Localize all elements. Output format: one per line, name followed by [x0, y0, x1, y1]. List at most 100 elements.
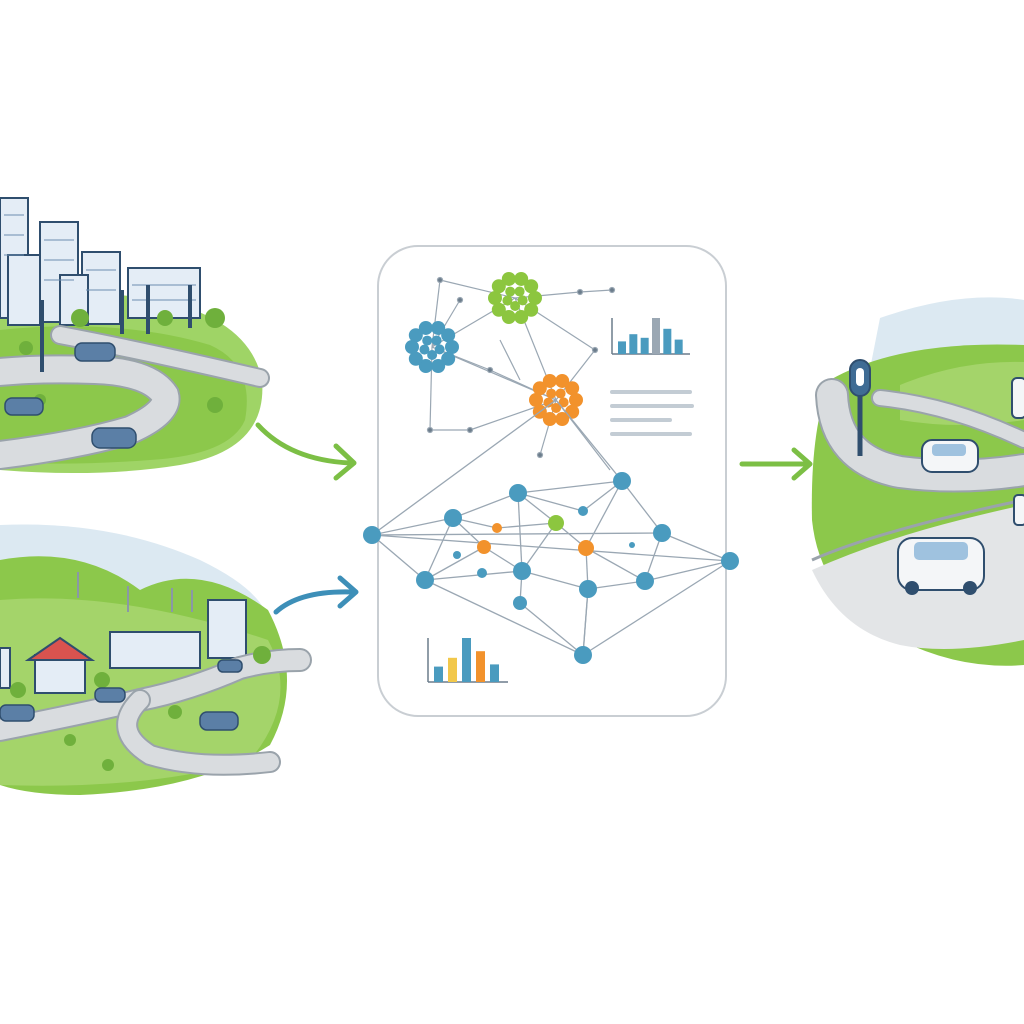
network-node — [721, 552, 739, 570]
orange-cluster-node — [569, 393, 583, 407]
green-cluster-node — [514, 271, 529, 286]
city-roads — [0, 325, 270, 470]
cluster-edge — [429, 346, 433, 431]
orange-cluster — [529, 373, 583, 427]
orange-cluster-node — [529, 393, 543, 407]
network-edge — [424, 517, 454, 581]
countryside-trees — [10, 646, 271, 771]
network-edge — [621, 480, 663, 534]
green-cluster-node — [517, 295, 528, 306]
node-clusters — [405, 271, 583, 427]
city-cars — [4, 342, 137, 449]
network-edge — [521, 522, 557, 572]
orange-cluster-node — [542, 373, 557, 388]
blue-cluster-node — [427, 349, 438, 360]
network-edge — [371, 534, 426, 581]
small-node — [436, 276, 444, 284]
green-cluster-node — [524, 279, 539, 294]
network-edge — [452, 492, 519, 519]
city-scene — [0, 197, 270, 474]
network-node — [574, 646, 592, 664]
blue-cluster-node — [422, 335, 433, 346]
text-lines — [610, 390, 694, 436]
chart-bar — [434, 666, 443, 682]
small-node — [608, 286, 616, 294]
cluster-edge — [499, 339, 521, 381]
countryside-scene — [0, 524, 312, 795]
orange-cluster-node — [532, 381, 547, 396]
network-edge — [585, 480, 623, 549]
orange-cluster-node — [551, 402, 562, 413]
orange-cluster-node — [542, 412, 557, 427]
blue-cluster-node — [431, 359, 446, 374]
chart-bar — [663, 328, 672, 354]
network-edge — [371, 399, 557, 536]
network-node — [578, 540, 594, 556]
network-edge — [424, 570, 523, 581]
cluster-edge — [489, 369, 557, 401]
city-lamp-posts — [40, 285, 192, 372]
chart-bar — [462, 638, 471, 682]
orange-cluster-node — [543, 397, 554, 408]
chart-bar — [674, 339, 683, 354]
blue-cluster-node — [408, 351, 423, 366]
blue-cluster-node — [431, 320, 446, 335]
orange-cluster-node — [555, 412, 570, 427]
small-node — [466, 426, 474, 434]
network-node — [579, 580, 597, 598]
green-cluster-node — [514, 286, 525, 297]
blue-cluster-node — [419, 344, 430, 355]
small-node — [591, 346, 599, 354]
city-buildings — [0, 197, 201, 326]
network-edge — [585, 547, 646, 582]
network-edge — [661, 532, 731, 562]
chart-bar — [448, 657, 457, 682]
small-node — [576, 288, 584, 296]
green-cluster-node — [514, 310, 529, 325]
orange-cluster-node — [555, 388, 566, 399]
orange-cluster-node — [558, 397, 569, 408]
chart-bar — [652, 318, 660, 354]
network-node — [477, 540, 491, 554]
blue-cluster-node — [405, 340, 419, 354]
blue-cluster-node — [418, 359, 433, 374]
cluster-edge — [431, 279, 441, 348]
road-sensor-scene — [811, 297, 1024, 666]
network-node — [653, 524, 671, 542]
cluster-edge — [469, 399, 557, 431]
network-node — [513, 596, 527, 610]
network-node — [548, 515, 564, 531]
blue-cluster-node — [431, 335, 442, 346]
network-node — [453, 551, 461, 559]
green-cluster-node — [491, 302, 506, 317]
network-node — [613, 472, 631, 490]
network-node — [578, 506, 588, 516]
blue-cluster-node — [441, 351, 456, 366]
mini-bar-chart-bottom — [427, 638, 508, 683]
countryside-cars — [0, 659, 243, 731]
arrow-city-to-panel — [255, 422, 357, 481]
green-cluster-node — [505, 286, 516, 297]
green-cluster-node — [501, 310, 516, 325]
network-edge — [424, 579, 584, 656]
blue-cluster-node — [418, 320, 433, 335]
small-node — [456, 296, 464, 304]
network-node — [363, 526, 381, 544]
green-cluster-node — [488, 291, 502, 305]
network-node — [636, 572, 654, 590]
network-edge — [519, 602, 584, 656]
cluster-edges — [426, 276, 616, 471]
green-cluster-node — [524, 302, 539, 317]
arrow-panel-to-road — [739, 447, 813, 481]
blue-cluster-node — [441, 328, 456, 343]
network-edges — [371, 399, 731, 656]
network-edge — [517, 492, 584, 512]
small-node — [486, 366, 494, 374]
network-edge — [587, 580, 646, 590]
small-node — [426, 426, 434, 434]
network-node — [477, 568, 487, 578]
right-cars — [897, 377, 1024, 595]
network-edge — [371, 517, 454, 536]
green-cluster — [488, 271, 542, 325]
mini-bar-chart-top — [611, 318, 690, 355]
